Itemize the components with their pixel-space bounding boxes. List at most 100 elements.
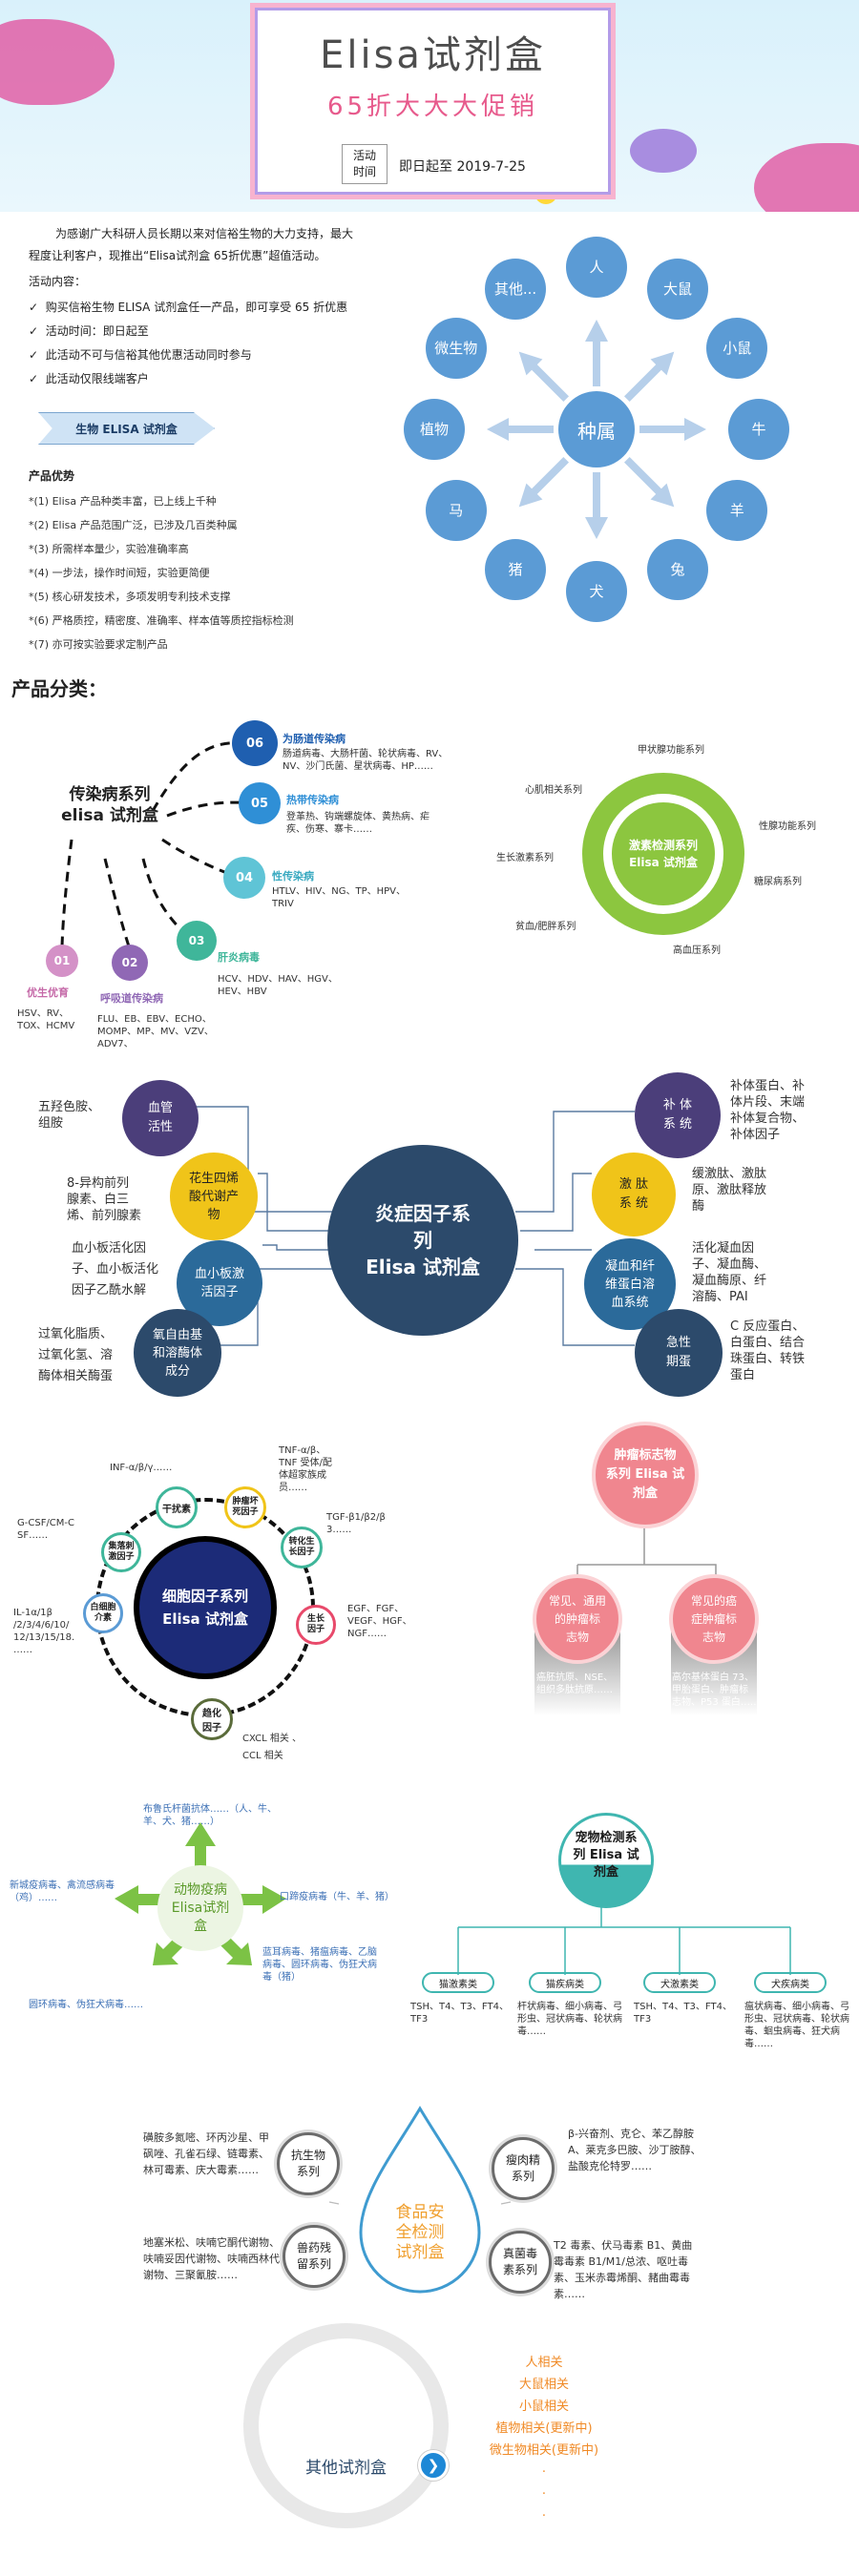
- cytokine-node-interferon: 干扰素: [156, 1486, 198, 1528]
- species-node: 牛: [728, 399, 789, 460]
- other-dot: ·: [541, 2487, 547, 2502]
- infection-node-02: 02: [112, 945, 148, 981]
- pet-cat: 猫激素类: [422, 1972, 494, 1993]
- connector-line: [500, 2201, 512, 2205]
- species-node: 植物: [404, 399, 465, 460]
- banner: Elisa试剂盒 65折大大大促销 活动 时间 即日起至 2019-7-25: [0, 0, 859, 212]
- food-node-veterinary: 兽药残 留系列: [283, 2225, 346, 2288]
- hormone-item: 贫血/肥胖系列: [515, 922, 576, 932]
- banner-date: 即日起至 2019-7-25: [399, 159, 526, 175]
- inflammation-node-arachidonic: 花生四烯 酸代谢产 物: [170, 1153, 258, 1240]
- animal-center: 动物疫病 Elisa试剂 盒: [157, 1865, 243, 1951]
- tumor-section: 肿瘤标志物 系列 Elisa 试 剂盒 常见、通用 的肿瘤标 志物 癌胚抗原、N…: [496, 1422, 849, 1746]
- food-desc: 地塞米松、呋喃它酮代谢物、呋喃妥因代谢物、呋喃西林代谢物、三聚氰胺……: [143, 2236, 280, 2281]
- food-node-mycotoxin: 真菌毒 素系列: [489, 2231, 552, 2294]
- cytokine-node-csf: 集落刺 激因子: [101, 1532, 141, 1572]
- connector-line: [220, 1268, 344, 1346]
- advantages-list: *(1) Elisa 产品种类丰富，已上线上千种 *(2) Elisa 产品范围…: [29, 489, 410, 656]
- infection-node-01: 01: [46, 945, 78, 977]
- infection-label: 优生优育: [27, 987, 69, 999]
- tumor-center: 肿瘤标志物 系列 Elisa 试 剂盒: [592, 1422, 699, 1528]
- species-arrow: [585, 320, 608, 386]
- species-node: 微生物: [425, 318, 487, 379]
- other-item[interactable]: 小鼠相关: [518, 2399, 569, 2414]
- species-node: 大鼠: [647, 258, 708, 320]
- advantage-item: *(3) 所需样本量少，实验准确率高: [29, 543, 189, 555]
- pet-desc: 瘟状病毒、细小病毒、弓形虫、冠状病毒、轮状病毒、蛔虫病毒、狂犬病毒……: [744, 2002, 849, 2049]
- species-arrow: [518, 456, 570, 508]
- inflammation-node-complement: 补 体 系 统: [635, 1072, 721, 1158]
- tumor-right-node: 常见的癌 症肿瘤标 志物: [669, 1574, 759, 1664]
- pet-cat-label: 犬激素类: [660, 1979, 699, 1990]
- food-center: 食品安 全检测 试剂盒: [395, 2202, 445, 2262]
- other-item[interactable]: 人相关: [525, 2356, 563, 2370]
- category-heading: 产品分类：: [11, 677, 107, 700]
- connector-line: [162, 1106, 344, 1213]
- species-arrow: [639, 418, 706, 441]
- animal-item: 蓝耳病毒、猪瘟病毒、乙脑病毒、圆环病毒、伪狂犬病毒（猪）: [262, 1947, 377, 1983]
- hormone-item: 生长激素系列: [496, 853, 554, 863]
- pet-lines: [457, 1903, 791, 1975]
- food-drop: [328, 2106, 512, 2294]
- pet-cat-label: 猫疾病类: [546, 1979, 584, 1990]
- animal-item: 布鲁氏杆菌抗体……（人、牛、羊、犬、猪……）: [143, 1804, 277, 1827]
- banner-badge: 活动 时间: [342, 144, 388, 184]
- intro-item: ✓ 此活动不可与信裕其他优惠活动同时参与: [29, 348, 252, 362]
- intro-ribbon-label: 生物 ELISA 试剂盒: [75, 422, 178, 436]
- advantage-item: *(6) 严格质控，精密度、准确率、样本值等质控指标检测: [29, 614, 294, 627]
- chevron-right-icon[interactable]: ❯: [418, 2450, 449, 2481]
- inflammation-center: 炎症因子系 列 Elisa 试剂盒: [327, 1145, 518, 1336]
- species-node: 人: [566, 237, 627, 298]
- cytokine-desc: TNF-α/β、 TNF 受体/配 体超家族成 员……: [279, 1445, 332, 1493]
- species-arrow-group: [487, 320, 706, 539]
- infection-label: 呼吸道传染病: [100, 992, 163, 1005]
- species-node: 其他...: [485, 258, 546, 320]
- infection-title: 传染病系列 elisa 试剂盒: [61, 785, 158, 825]
- inflammation-section: 炎症因子系 列 Elisa 试剂盒 血管 活性 五羟色胺、 组胺 花生四烯 酸代…: [0, 1069, 859, 1412]
- inflammation-node-vascular: 血管 活性: [122, 1080, 199, 1156]
- animal-arrow-right: [239, 1885, 286, 1914]
- inflammation-desc: 补体蛋白、补 体片段、末端 补体复合物、 补体因子: [730, 1079, 806, 1142]
- infection-node-05: 05: [239, 782, 281, 824]
- infection-section: 传染病系列 elisa 试剂盒 06 为肠道传染病 肠道病毒、大肠杆菌、轮状病毒…: [0, 706, 477, 1069]
- cytokine-section: 细胞因子系列 Elisa 试剂盒 干扰素 INF-α/β/γ…… 肿瘤坏 死因子…: [0, 1431, 420, 1775]
- cytokine-desc: TGF-β1/β2/β 3……: [326, 1512, 386, 1535]
- tumor-left-desc: 癌胚抗原、NSE、 组织多肽抗原……: [536, 1672, 614, 1695]
- intro-content-label: 活动内容：: [29, 275, 87, 288]
- hormone-item: 心肌相关系列: [525, 785, 582, 796]
- hormone-item: 性腺功能系列: [759, 821, 816, 832]
- infection-desc: 肠道病毒、大肠杆菌、轮状病毒、RV、NV、沙门氏菌、星状病毒、HP……: [283, 749, 449, 772]
- species-arrow: [518, 351, 570, 403]
- inflammation-node-acute: 急性 期蛋: [635, 1309, 723, 1397]
- intro-paragraph: 为感谢广大科研人员长期以来对信裕生物的大力支持，最大程度让利客户，现推出“Eli…: [29, 227, 354, 262]
- infection-desc: 登革热、钩端螺旋体、黄热病、疟疾、伤寒、寨卡……: [286, 812, 430, 835]
- advantage-item: *(7) 亦可按实验要求定制产品: [29, 638, 168, 651]
- other-item[interactable]: 大鼠相关: [518, 2378, 569, 2392]
- connector-line: [328, 2201, 340, 2205]
- banner-card: Elisa试剂盒 65折大大大促销 活动 时间 即日起至 2019-7-25: [255, 8, 611, 195]
- tumor-right-desc: 高尔基体蛋白 73、 甲胎蛋白、肿瘤标 志物、P53 蛋白……: [672, 1672, 760, 1708]
- tree-branch: [103, 858, 131, 947]
- inflammation-desc: 8-异构前列 腺素、白三 烯、前列腺素: [67, 1176, 142, 1223]
- pet-center-label: 宠物检测系 列 Elisa 试 剂盒: [573, 1831, 639, 1880]
- cytokine-node-tnf: 肿瘤坏 死因子: [224, 1486, 266, 1528]
- infection-label: 肝炎病毒: [218, 951, 260, 964]
- food-desc: 磺胺多氮嘧、环丙沙星、甲砜唑、孔雀石绿、链霉素、林可霉素、庆大霉素……: [143, 2131, 269, 2176]
- cytokine-desc: EGF、FGF、 VEGF、HGF、 NGF……: [347, 1604, 412, 1639]
- food-section: 食品安 全检测 试剂盒 抗生物 系列 磺胺多氮嘧、环丙沙星、甲砜唑、孔雀石绿、链…: [0, 2089, 859, 2328]
- animal-item: 圆环病毒、伪狂犬病毒……: [29, 2000, 143, 2010]
- advantage-item: *(2) Elisa 产品范围广泛，已涉及几百类种属: [29, 519, 238, 531]
- pet-cat: 猫疾病类: [529, 1972, 601, 1993]
- species-node: 马: [425, 480, 487, 541]
- other-list: 人相关 大鼠相关 小鼠相关 植物相关(更新中) 微生物相关(更新中) · · ·: [449, 2352, 639, 2527]
- connector-line: [515, 1268, 635, 1346]
- species-node: 犬: [566, 561, 627, 622]
- species-wheel: 种属 人大鼠小鼠牛羊兔犬猪马植物微生物其他...: [396, 229, 797, 630]
- other-item[interactable]: 微生物相关(更新中): [489, 2443, 599, 2458]
- cytokine-desc: CXCL 相关 、 CCL 相关: [242, 1734, 303, 1761]
- advantage-item: *(5) 核心研发技术，多项发明专利技术支撑: [29, 591, 231, 603]
- species-center: 种属: [558, 391, 635, 467]
- other-item[interactable]: 植物相关(更新中): [495, 2421, 593, 2436]
- connector-line: [262, 1244, 339, 1251]
- tree-branch: [141, 858, 188, 937]
